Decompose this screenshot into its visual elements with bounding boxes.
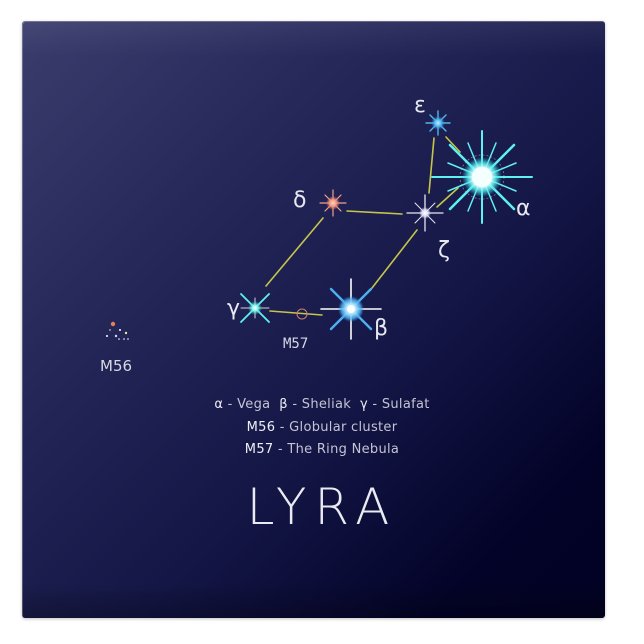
label-beta: β [374,316,389,341]
legend-alpha-name: Vega [237,397,271,412]
legend-alpha-symbol: α [214,397,224,412]
legend-line-m57: M57 - The Ring Nebula [0,442,644,457]
legend-m57-desc: The Ring Nebula [287,442,400,457]
star-delta [319,189,347,217]
star-zeta [406,194,444,232]
constellation-title: LYRA [246,478,398,536]
label-alpha: α [516,196,531,221]
constellation-lines [265,136,461,316]
label-m57: M57 [283,336,309,352]
star-beta [320,278,382,340]
label-delta: δ [293,188,307,213]
m56-globular-cluster-icon [106,321,129,340]
star-epsilon [425,110,451,136]
legend-beta-name: Sheliak [301,397,352,412]
label-m56: M56 [100,357,133,375]
legend-separator: - [367,397,382,412]
label-epsilon: ε [414,93,426,118]
legend-gamma-symbol: γ [359,397,368,412]
legend-m57-id: M57 [244,442,274,457]
legend-separator: - [273,442,288,457]
star-gamma [240,293,270,323]
legend-separator: - [287,397,302,412]
legend-gamma-name: Sulafat [381,397,430,412]
legend-beta-symbol: β [279,397,288,412]
legend-line-m56: M56 - Globular cluster [0,420,644,435]
tile-background [22,21,605,618]
legend-line-stars: α - Vega β - Sheliak γ - Sulafat [0,397,644,412]
star-alpha-vega [431,130,533,224]
legend-m56-id: M56 [246,420,276,435]
legend-separator: - [223,397,238,412]
m57-ring-nebula-icon [296,308,308,320]
legend-m56-desc: Globular cluster [289,420,398,435]
legend-separator: - [275,420,290,435]
label-gamma: γ [227,296,241,321]
label-zeta: ζ [438,238,450,263]
